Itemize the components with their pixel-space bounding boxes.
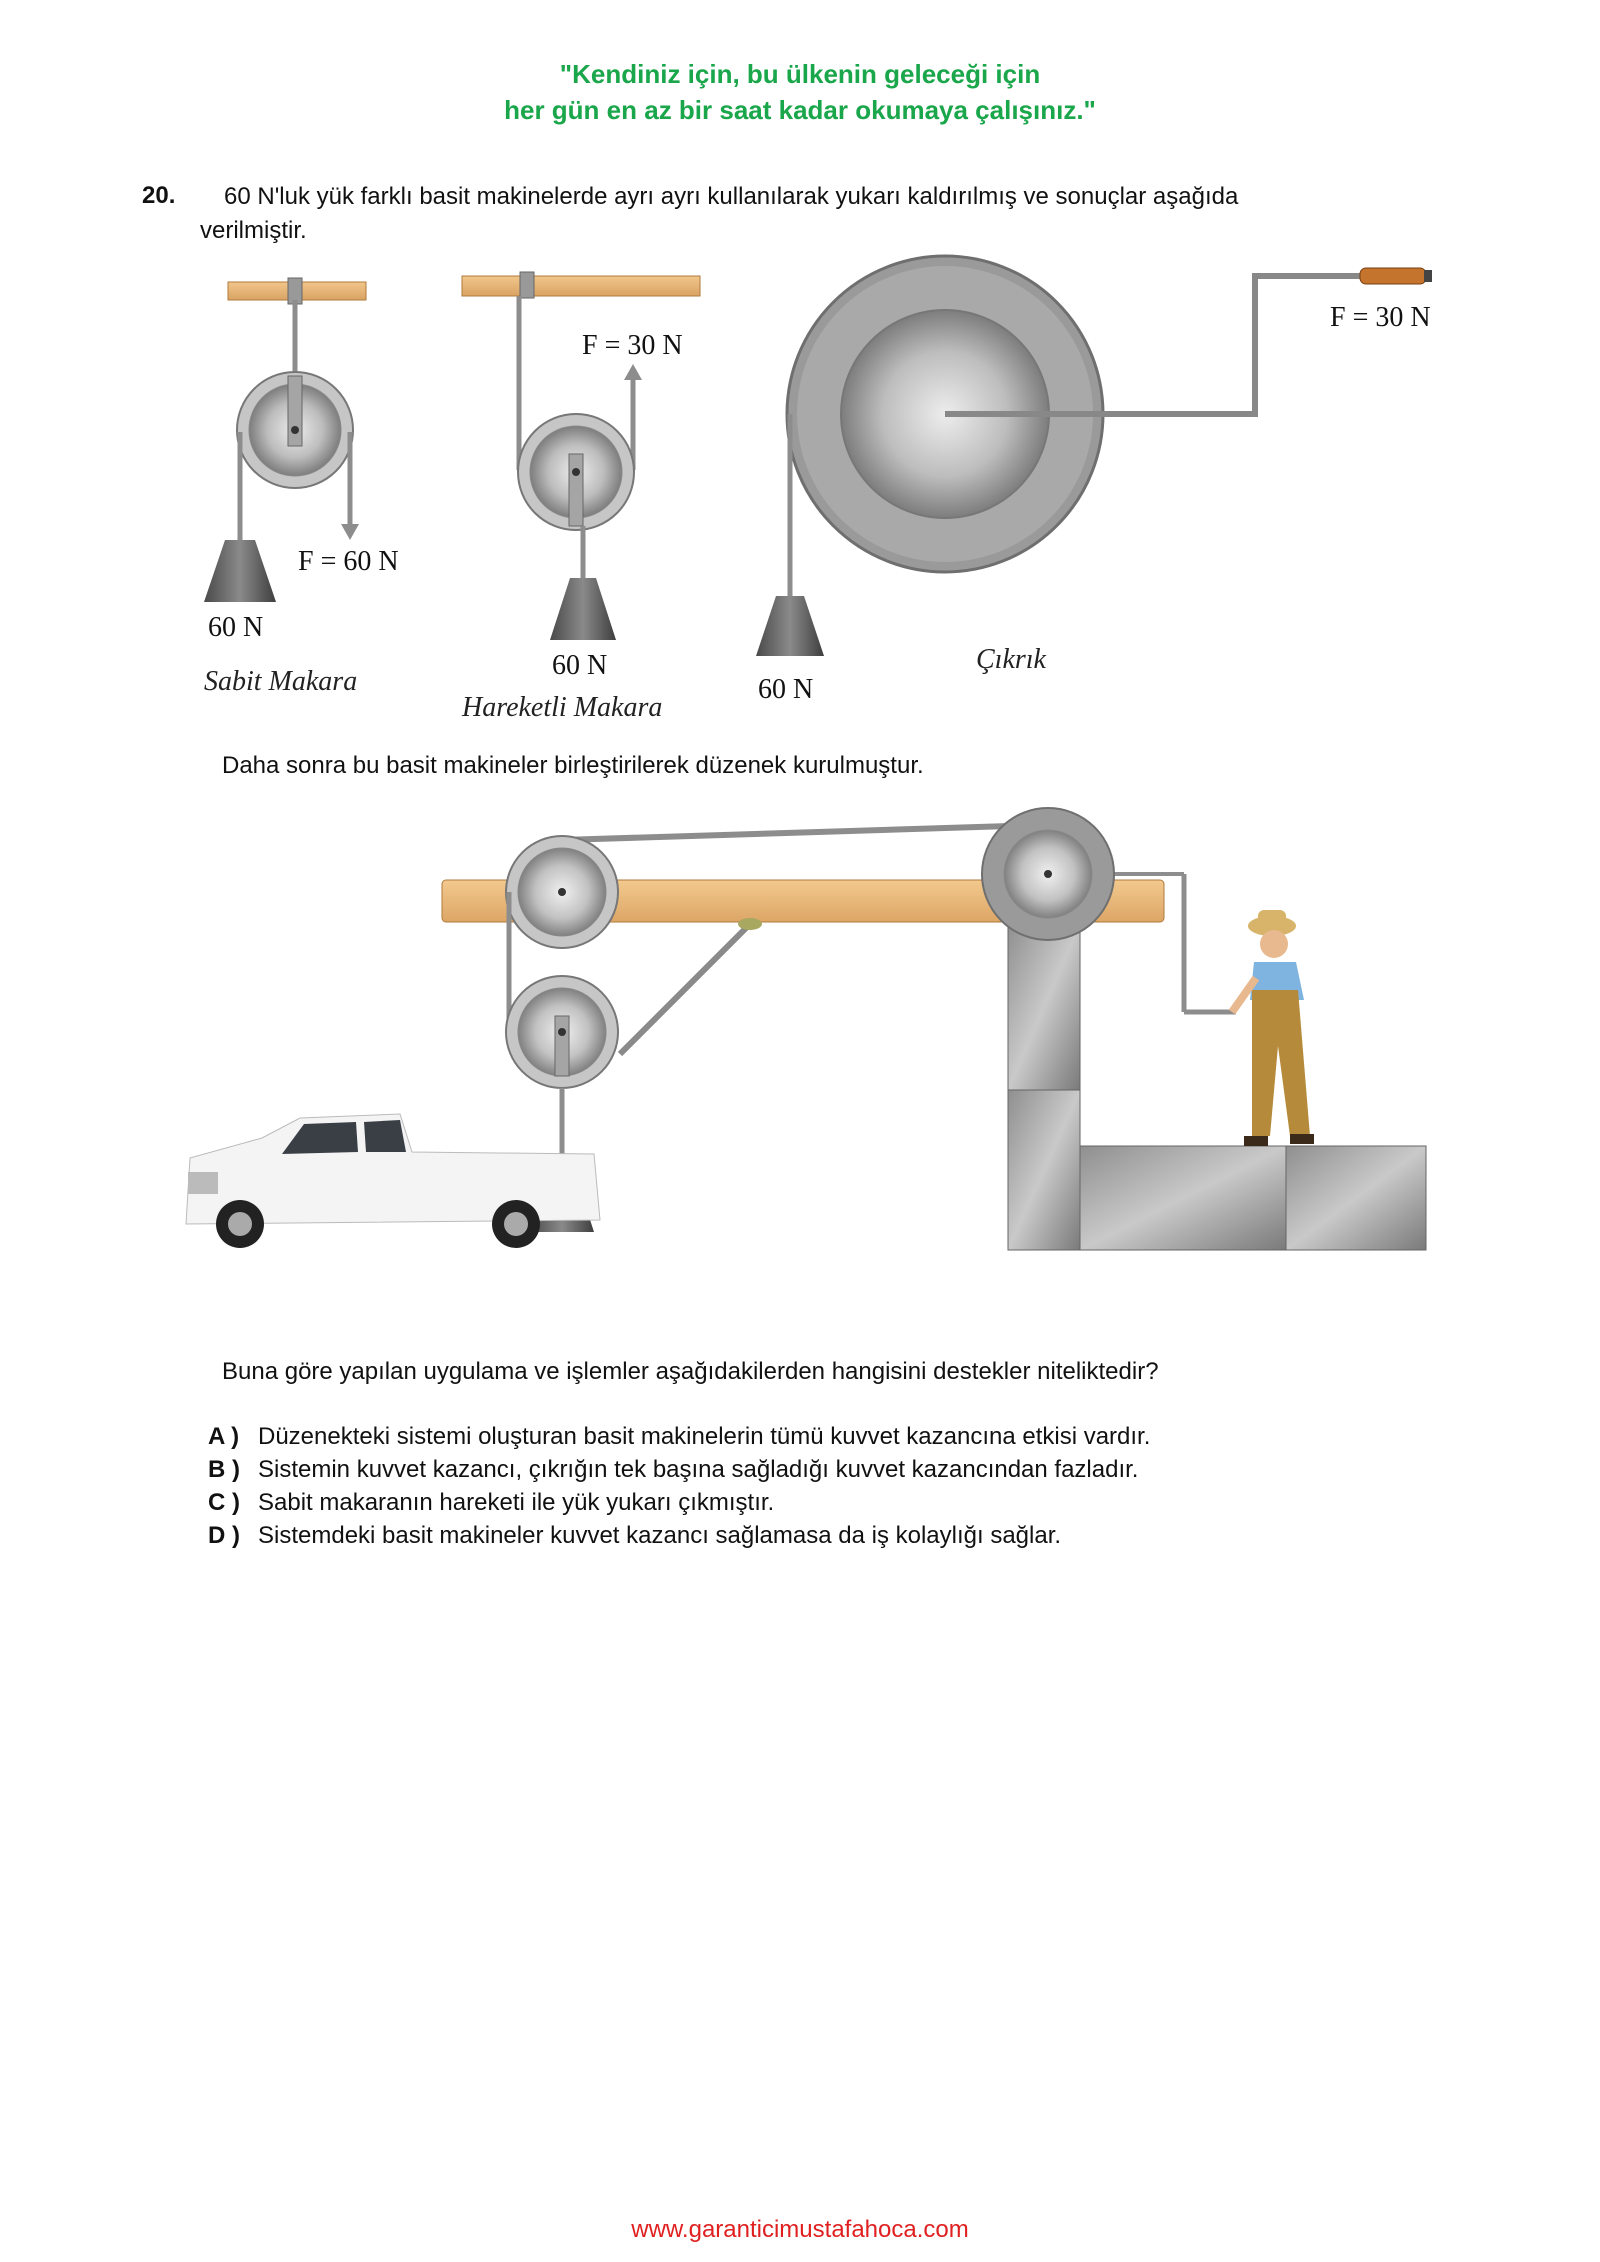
option-c-text: Sabit makaranın hareketi ile yük yukarı … [258, 1489, 775, 1516]
upper-pulley [505, 835, 619, 949]
fixed-pulley-load: 60 N [208, 612, 263, 643]
fixed-pulley-force: F = 60 N [298, 546, 399, 577]
winch [756, 254, 1432, 656]
motto-line-1: "Kendiniz için, bu ülkenin geleceği için [559, 59, 1041, 89]
motto-line-2: her gün en az bir saat kadar okumaya çal… [504, 95, 1096, 125]
middle-text: Daha sonra bu basit makineler birleştiri… [222, 752, 924, 779]
top-rope [561, 823, 1011, 843]
support-block [1007, 923, 1427, 1251]
worker [1228, 910, 1314, 1146]
question-stem: 60 N'luk yük farklı basit makinelerde ay… [200, 180, 1440, 248]
system-winch [981, 807, 1115, 941]
simple-machines-figure: F = 60 N 60 N Sabit Makara F = 30 N 60 N… [204, 254, 1432, 723]
pickup-truck [185, 1113, 601, 1248]
lower-pulley [505, 975, 619, 1089]
question-ask: Buna göre yapılan uygulama ve işlemler a… [222, 1358, 1159, 1385]
option-d-key: D ) [208, 1522, 240, 1549]
movable-pulley-force: F = 30 N [582, 330, 683, 361]
fixed-pulley-caption: Sabit Makara [204, 666, 357, 697]
option-b[interactable]: B ) Sistemin kuvvet kazancı, çıkrığın tek… [208, 1453, 1138, 1487]
movable-pulley-load: 60 N [552, 650, 607, 681]
footer-url[interactable]: www.garanticimustafahoca.com [631, 2216, 969, 2243]
option-d[interactable]: D ) Sistemdeki basit makineler kuvvet kaz… [208, 1519, 1061, 1553]
option-c-key: C ) [208, 1489, 240, 1516]
option-b-key: B ) [208, 1456, 240, 1483]
winch-caption: Çıkrık [976, 644, 1047, 675]
option-a-text: Düzenekteki sistemi oluşturan basit maki… [258, 1423, 1151, 1450]
combined-system-figure [185, 807, 1427, 1251]
option-d-text: Sistemdeki basit makineler kuvvet kazanc… [258, 1522, 1062, 1549]
movable-pulley [461, 271, 701, 640]
option-a-key: A ) [208, 1423, 240, 1450]
winch-load: 60 N [758, 674, 813, 705]
stem-line-2: verilmiştir. [200, 217, 307, 244]
diagonal-strut [617, 921, 753, 1057]
fixed-pulley [204, 277, 367, 602]
option-c[interactable]: C ) Sabit makaranın hareketi ile yük yuka… [208, 1486, 774, 1520]
stem-line-1: 60 N'luk yük farklı basit makinelerde ay… [224, 183, 1239, 210]
movable-pulley-caption: Hareketli Makara [461, 692, 662, 723]
winch-force: F = 30 N [1330, 302, 1431, 333]
option-a[interactable]: A ) Düzenekteki sistemi oluşturan basit m… [208, 1420, 1150, 1454]
question-number: 20. [142, 182, 176, 209]
option-b-text: Sistemin kuvvet kazancı, çıkrığın tek ba… [258, 1456, 1139, 1483]
